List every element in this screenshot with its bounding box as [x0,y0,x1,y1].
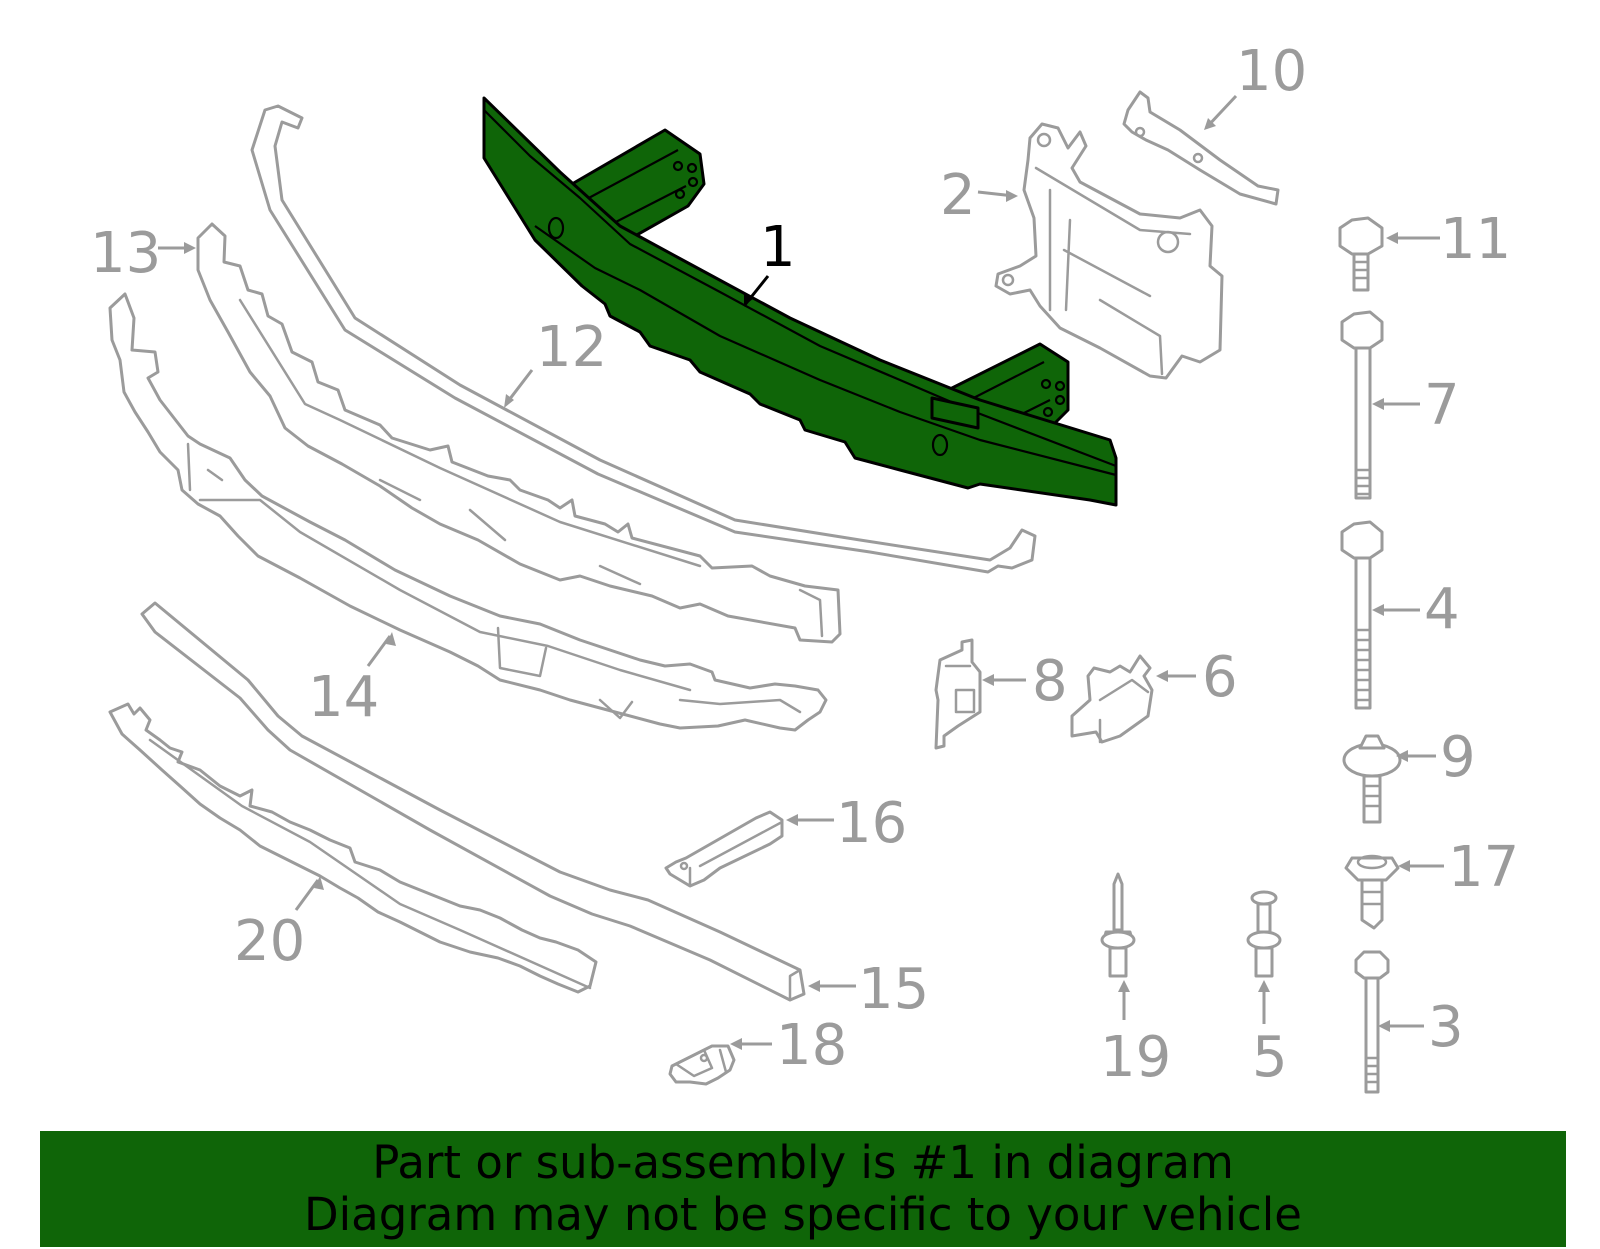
part-11-bolt[interactable] [1338,216,1384,292]
callout-5: 5 [1252,1025,1288,1090]
callout-19: 19 [1100,1025,1171,1090]
info-banner: Part or sub-assembly is #1 in diagram Di… [40,1131,1566,1247]
callout-9: 9 [1440,725,1476,790]
callout-1: 1 [760,215,796,280]
callout-13: 13 [90,221,161,286]
callout-14: 14 [308,665,379,730]
part-14-absorber[interactable] [108,292,828,732]
part-6-bracket[interactable] [1070,654,1154,744]
callout-20: 20 [234,909,305,974]
part-17-screw[interactable] [1344,854,1400,930]
part-3-bolt[interactable] [1354,950,1390,1094]
part-10-bracket[interactable] [1122,90,1280,206]
callout-11: 11 [1440,207,1511,272]
callout-3: 3 [1428,995,1464,1060]
callout-15: 15 [858,957,929,1022]
part-20-lower-absorber[interactable] [108,702,598,994]
callout-6: 6 [1202,645,1238,710]
part-15-lower-bar[interactable] [140,601,806,1002]
callout-12: 12 [536,315,607,380]
parts-diagram: 1 2 3 4 5 6 7 8 9 10 11 12 13 14 15 16 1… [90,39,1519,1094]
part-18-clip[interactable] [668,1044,736,1086]
callout-2: 2 [940,163,976,228]
callout-4: 4 [1424,577,1460,642]
callout-8: 8 [1032,649,1068,714]
part-4-bolt[interactable] [1340,520,1384,710]
callout-7: 7 [1424,373,1460,438]
part-12-bumper-strip[interactable] [250,104,1037,574]
callout-18: 18 [776,1013,847,1078]
callout-16: 16 [836,791,907,856]
banner-line-2: Diagram may not be specific to your vehi… [304,1188,1302,1241]
part-8-bracket[interactable] [934,638,982,750]
part-19-rivet[interactable] [1100,872,1136,978]
part-7-bolt[interactable] [1340,310,1384,500]
part-5-pin[interactable] [1246,890,1282,978]
part-16-clip[interactable] [664,810,784,888]
part-9-screw[interactable] [1342,734,1402,824]
part-2-bracket[interactable] [994,122,1224,380]
callout-10: 10 [1236,39,1307,104]
banner-line-1: Part or sub-assembly is #1 in diagram [372,1136,1234,1189]
leader-lines [158,94,1444,1050]
callout-17: 17 [1448,835,1519,900]
part-13-absorber[interactable] [196,222,842,644]
part-1-reinforcement-beam[interactable] [482,96,1118,507]
